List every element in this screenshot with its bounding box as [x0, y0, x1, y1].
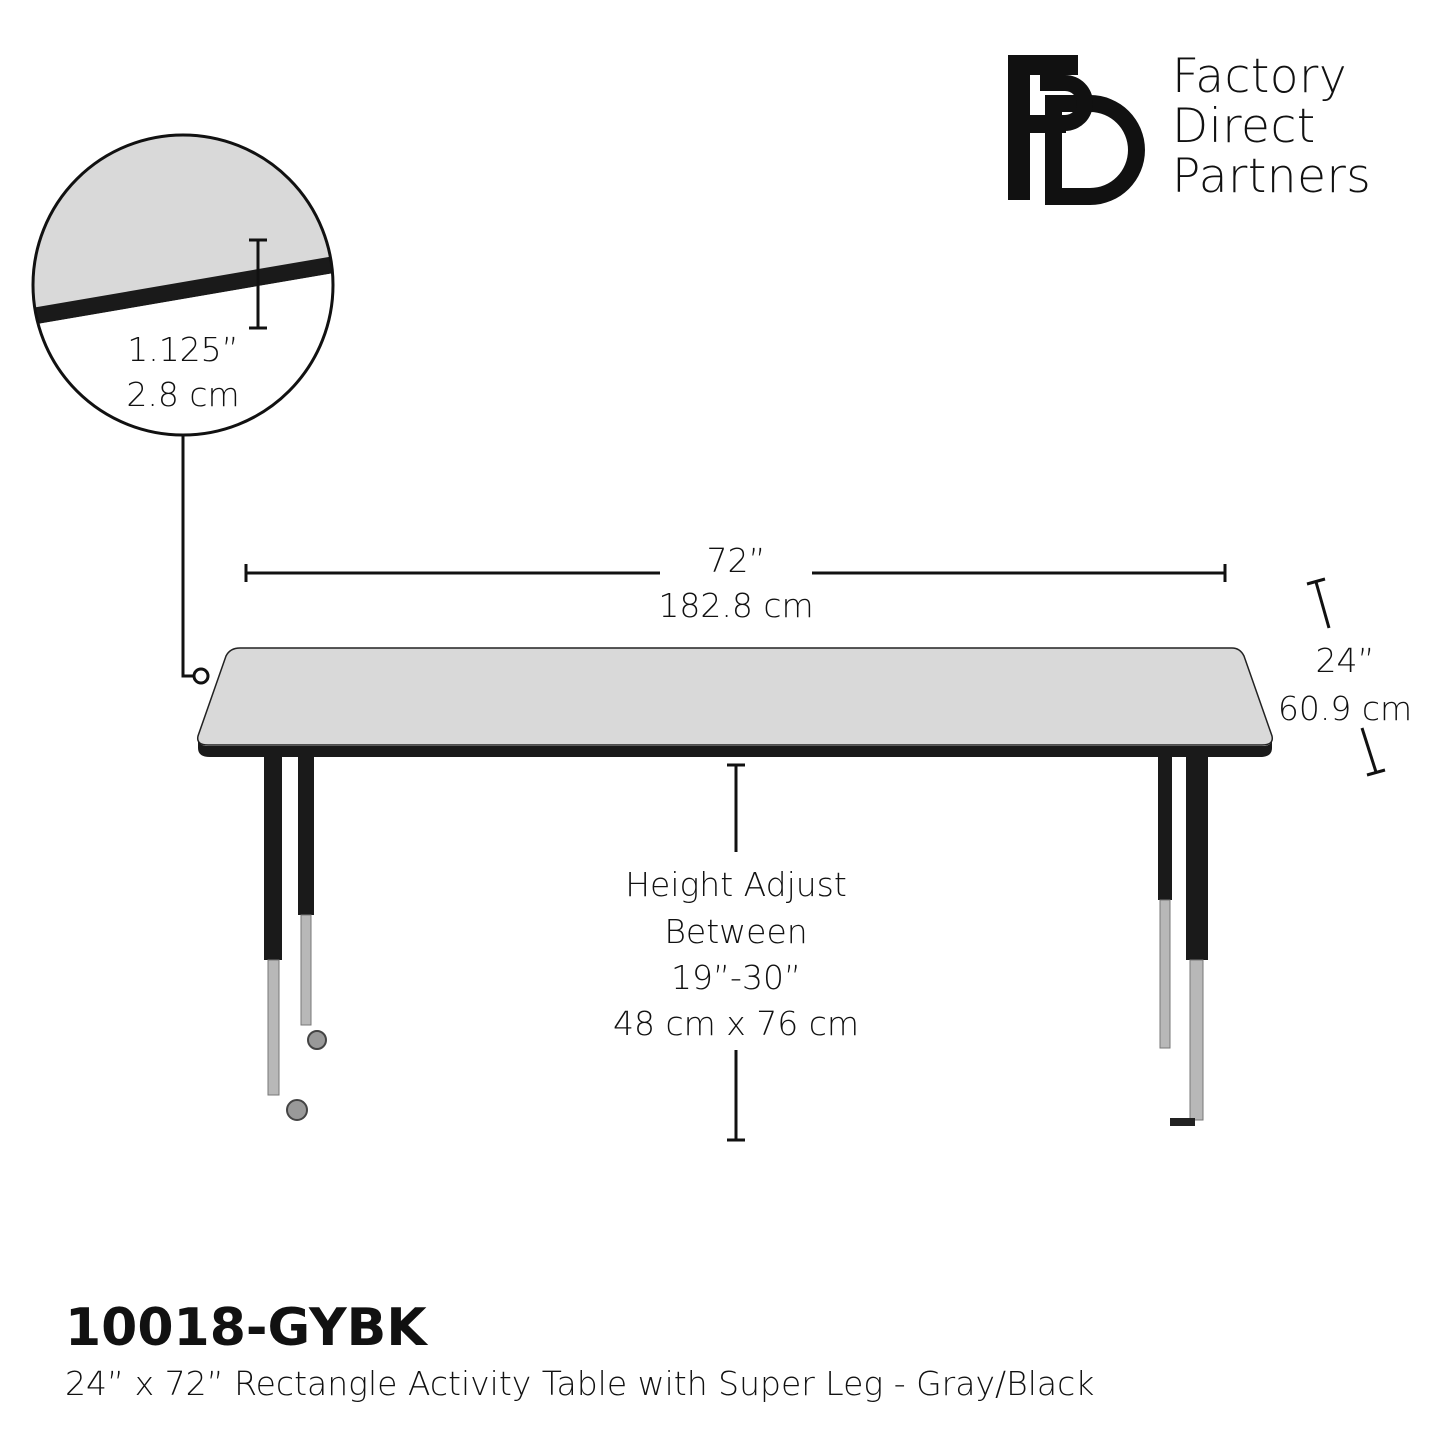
height-label-2: Between [664, 912, 807, 951]
brand-line-3: Partners [1172, 149, 1372, 204]
edge-detail-circle [31, 133, 335, 685]
brand-line-1: Factory [1172, 49, 1348, 104]
edge-thickness-cm: 2.8 cm [126, 375, 239, 414]
product-description: 24” x 72” Rectangle Activity Table with … [65, 1364, 1095, 1403]
depth-dimension-line [1306, 577, 1386, 777]
depth-inches: 24” [1315, 641, 1374, 680]
width-dimension-line [244, 564, 1227, 582]
height-range-cm: 48 cm x 76 cm [613, 1004, 859, 1043]
height-dimension-line [727, 763, 745, 1142]
table-top [196, 647, 1274, 757]
width-cm: 182.8 cm [658, 586, 813, 625]
product-sku: 10018-GYBK [65, 1298, 427, 1358]
height-label-1: Height Adjust [625, 865, 847, 904]
fdp-logo [1008, 55, 1145, 205]
table-legs [264, 755, 1208, 1126]
depth-cm: 60.9 cm [1278, 689, 1412, 728]
width-inches: 72” [706, 541, 765, 580]
height-range-inches: 19”-30” [671, 958, 801, 997]
edge-thickness-inches: 1.125” [127, 330, 239, 369]
brand-name: Factory Direct Partners [1172, 52, 1371, 202]
brand-line-2: Direct [1172, 99, 1316, 154]
